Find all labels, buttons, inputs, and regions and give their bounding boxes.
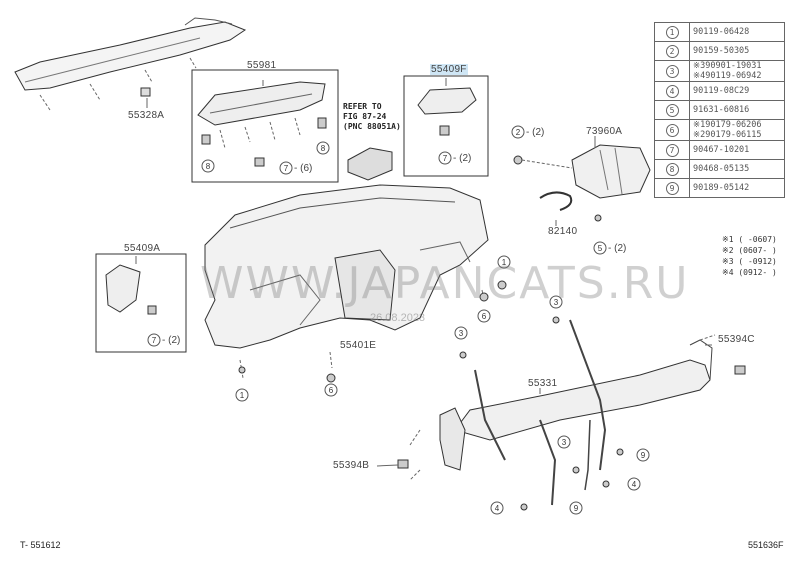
legend-number: 9 — [665, 181, 679, 195]
refer-note[interactable]: REFER TO FIG 87-24 (PNC 88051A) — [343, 102, 401, 131]
part-label-55328A[interactable]: 55328A — [128, 110, 165, 121]
svg-text:1: 1 — [502, 258, 507, 267]
legend-part-code[interactable]: 90119-06428 — [693, 27, 750, 37]
callout-7-center: 7 — [279, 161, 293, 175]
cover-55409F — [417, 87, 477, 115]
qty-2: - (2) — [526, 127, 545, 138]
legend-number: 6 — [665, 123, 679, 137]
svg-text:9: 9 — [641, 451, 646, 460]
legend-part-code[interactable]: ※190179-06206 — [693, 120, 762, 130]
qty-7-top: - (2) — [453, 153, 472, 164]
part-label-55394C[interactable]: 55394C — [718, 334, 755, 345]
svg-text:2: 2 — [516, 128, 521, 137]
legend-number: 3 — [665, 64, 679, 78]
part-label-55394B[interactable]: 55394B — [333, 460, 370, 471]
legend-number: 4 — [665, 84, 679, 98]
callout-6-b: 6 — [324, 383, 338, 397]
legend-row: 1 90119-06428 — [654, 22, 785, 42]
callout-2: 2 — [511, 125, 525, 139]
callout-6-a: 6 — [477, 309, 491, 323]
legend-row: 3 ※390901-19031※490119-06942 — [654, 60, 785, 82]
svg-text:3: 3 — [554, 298, 559, 307]
legend-row: 9 90189-05142 — [654, 178, 785, 198]
legend-part-code[interactable]: 90159-50305 — [693, 46, 750, 56]
qty-7-center: - (6) — [294, 163, 313, 174]
callout-9-a: 9 — [636, 448, 650, 462]
reinforcement-55331 — [454, 359, 711, 441]
legend-part-code[interactable]: 91631-60816 — [693, 105, 750, 115]
legend-row: 5 91631-60816 — [654, 100, 785, 120]
part-label-55409A[interactable]: 55409A — [124, 243, 161, 254]
svg-text:7: 7 — [284, 164, 289, 173]
airbag-73960A — [571, 144, 651, 199]
callout-1-a: 1 — [497, 255, 511, 269]
legend-row: 8 90468-05135 — [654, 159, 785, 179]
part-label-55331[interactable]: 55331 — [528, 378, 558, 389]
legend-part-code[interactable]: 90467-10201 — [693, 145, 750, 155]
part-label-55409F[interactable]: 55409F — [430, 64, 468, 75]
svg-text:7: 7 — [152, 336, 157, 345]
svg-text:3: 3 — [459, 329, 464, 338]
legend-row: 2 90159-50305 — [654, 41, 785, 61]
callout-8-right: 8 — [316, 141, 330, 155]
legend-part-code[interactable]: 90189-05142 — [693, 183, 750, 193]
callout-1-b: 1 — [235, 388, 249, 402]
svg-text:3: 3 — [562, 438, 567, 447]
footer-right-code: 551636F — [748, 540, 784, 550]
svg-text:6: 6 — [329, 386, 334, 395]
callout-8-left: 8 — [201, 159, 215, 173]
callout-3-a: 3 — [549, 295, 563, 309]
svg-text:8: 8 — [321, 144, 326, 153]
legend-row: 6 ※190179-06206※290179-06115 — [654, 119, 785, 141]
svg-text:5: 5 — [598, 244, 603, 253]
part-label-55401E[interactable]: 55401E — [340, 340, 377, 351]
legend-row: 7 90467-10201 — [654, 140, 785, 160]
svg-text:9: 9 — [574, 504, 579, 513]
box-55981 — [191, 69, 339, 183]
fastener-legend-table: 1 90119-06428 2 90159-50305 3 ※390901-19031※4… — [654, 22, 785, 198]
callout-9-b: 9 — [569, 501, 583, 515]
part-label-55981[interactable]: 55981 — [247, 60, 277, 71]
harness-82140 — [539, 191, 573, 211]
date-notes: ※1 ( -0607) ※2 (0607- ) ※3 ( -0912) ※4 (… — [722, 235, 777, 277]
legend-number: 7 — [665, 143, 679, 157]
watermark-text: WWW.JAPANCATS.RU — [200, 258, 690, 309]
legend-part-code[interactable]: 90119-08C29 — [693, 86, 750, 96]
svg-text:6: 6 — [482, 312, 487, 321]
callout-5: 5 — [593, 241, 607, 255]
legend-part-code[interactable]: 90468-05135 — [693, 164, 750, 174]
box-55409F — [403, 75, 489, 177]
qty-5: - (2) — [608, 243, 627, 254]
legend-number: 8 — [665, 162, 679, 176]
footer-left-code: T- 551612 — [20, 540, 61, 550]
callout-3-b: 3 — [454, 326, 468, 340]
svg-text:4: 4 — [495, 504, 500, 513]
legend-part-code[interactable]: ※390901-19031 — [693, 61, 762, 71]
callout-7-top: 7 — [438, 151, 452, 165]
part-label-73960A[interactable]: 73960A — [586, 126, 623, 137]
callout-7-left: 7 — [147, 333, 161, 347]
svg-text:7: 7 — [443, 154, 448, 163]
legend-part-code[interactable]: ※290179-06115 — [693, 130, 762, 140]
svg-text:1: 1 — [240, 391, 245, 400]
box-55409A — [95, 253, 187, 353]
cover-55409A — [105, 264, 141, 313]
switch-assembly — [347, 147, 393, 181]
legend-part-code[interactable]: ※490119-06942 — [693, 71, 762, 81]
legend-row: 4 90119-08C29 — [654, 81, 785, 101]
legend-number: 5 — [665, 103, 679, 117]
callout-3-c: 3 — [557, 435, 571, 449]
callout-4-b: 4 — [490, 501, 504, 515]
svg-text:4: 4 — [632, 480, 637, 489]
watermark-date: 26.08.2023 — [370, 312, 426, 324]
svg-text:8: 8 — [206, 162, 211, 171]
part-label-82140[interactable]: 82140 — [548, 226, 578, 237]
callout-4-a: 4 — [627, 477, 641, 491]
legend-number: 2 — [665, 44, 679, 58]
qty-7-left: - (2) — [162, 335, 181, 346]
legend-number: 1 — [665, 25, 679, 39]
